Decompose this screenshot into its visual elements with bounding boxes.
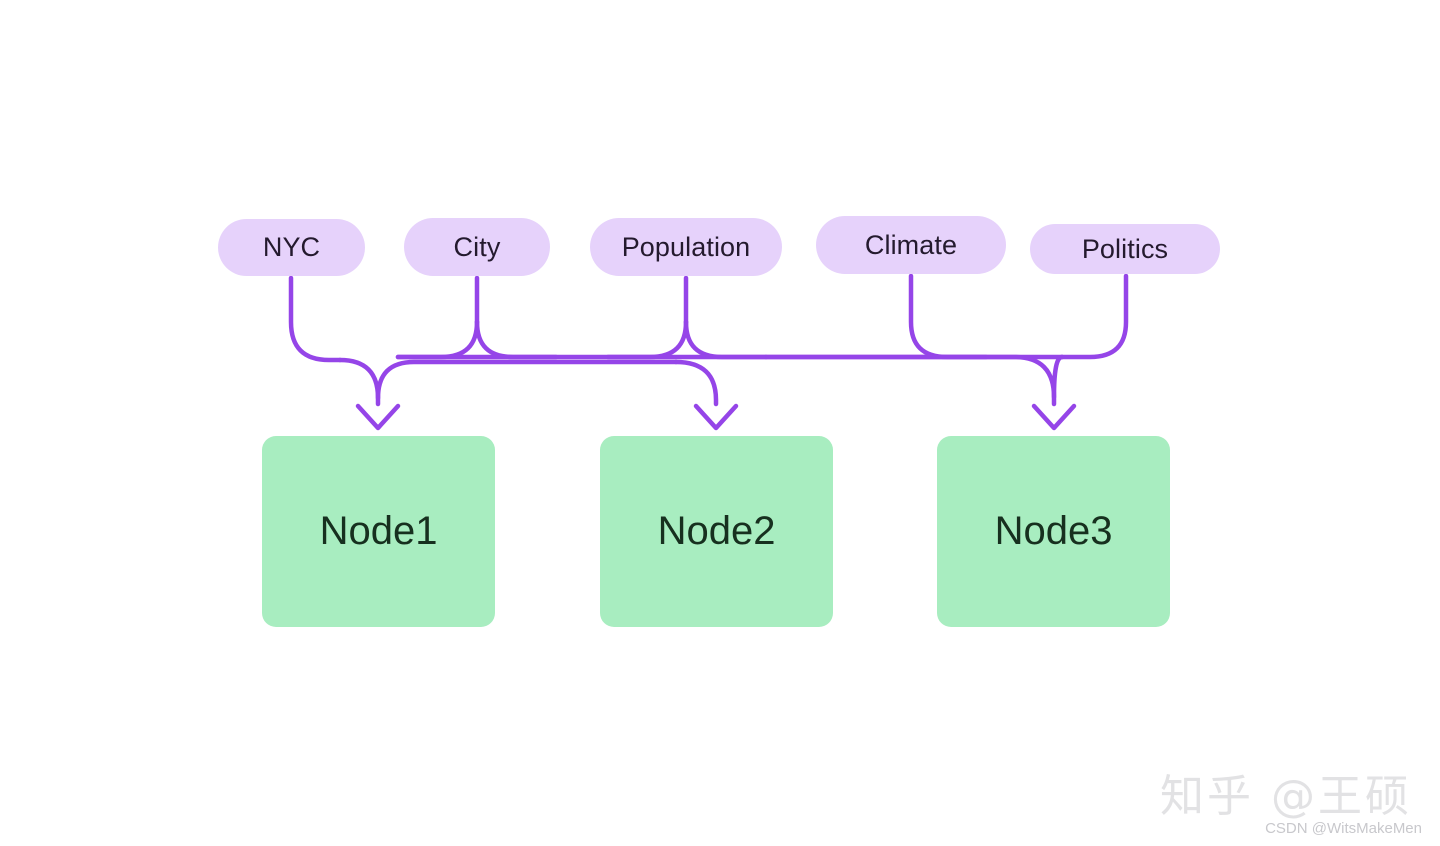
- node-box-label: Node3: [994, 509, 1113, 553]
- edge-nyc-to-bus: [288, 275, 343, 363]
- node-box-label: Node2: [657, 509, 776, 553]
- attribute-pill-label: Climate: [864, 229, 958, 260]
- node-box-node1[interactable]: Node1: [262, 436, 495, 627]
- attribute-pill-label: Politics: [1081, 233, 1169, 264]
- node-box-label: Node1: [319, 509, 438, 553]
- attribute-pill-climate[interactable]: Climate: [816, 216, 1006, 274]
- edge-city-fan-right: [474, 319, 559, 360]
- bus-segment-lower-right: [763, 354, 1057, 407]
- edge-city-fan-left: [395, 319, 480, 360]
- attribute-pill-city[interactable]: City: [404, 218, 550, 276]
- attribute-pill-politics[interactable]: Politics: [1030, 224, 1220, 274]
- bus-drop-node1-from-right: [375, 359, 679, 401]
- arrowhead-node2: [693, 403, 739, 431]
- attribute-pill-label: NYC: [262, 232, 321, 262]
- zhihu-watermark: 知乎 @王硕: [1160, 771, 1412, 822]
- node-box-node2[interactable]: Node2: [600, 436, 833, 627]
- attribute-pill-label: Population: [621, 231, 751, 262]
- edge-population-fan-right: [683, 319, 769, 360]
- bus-drop-node2: [673, 359, 719, 407]
- csdn-watermark: CSDN @WitsMakeMen: [1265, 820, 1422, 837]
- bus-segment-lower-left: [337, 357, 381, 407]
- arrowhead-node3: [1031, 403, 1077, 431]
- bus-merge-node3-from-right: [1051, 354, 1065, 400]
- node-box-node3[interactable]: Node3: [937, 436, 1170, 627]
- edge-politics-to-bus: [1059, 273, 1129, 360]
- arrowhead-node1: [355, 403, 401, 431]
- attribute-pill-population[interactable]: Population: [590, 218, 782, 276]
- edge-climate-to-bus: [908, 273, 989, 360]
- edge-population-fan-left: [605, 319, 689, 360]
- attribute-pill-label: City: [453, 231, 501, 262]
- attribute-pill-nyc[interactable]: NYC: [218, 219, 365, 276]
